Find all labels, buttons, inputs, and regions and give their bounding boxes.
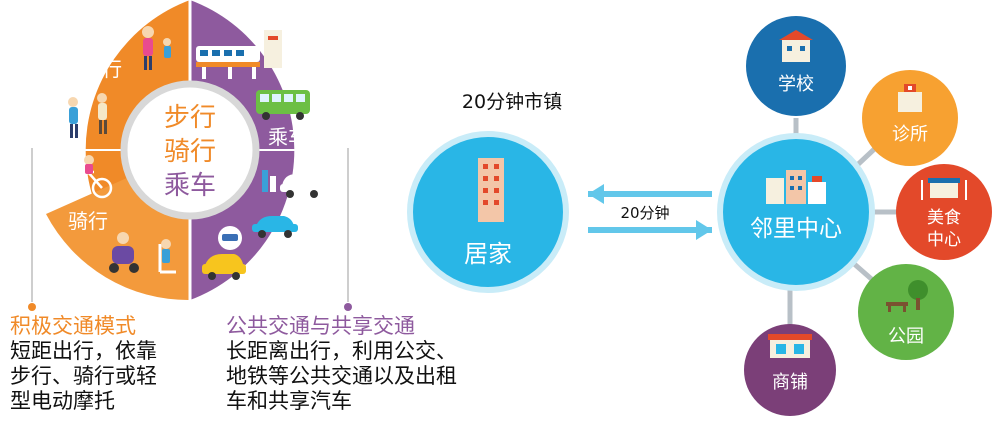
arrow-to-home-head: [588, 184, 604, 204]
bus-icon: [256, 90, 310, 120]
wheel-center-disc: [120, 80, 260, 220]
shop-node: 商铺: [744, 324, 836, 416]
public-bullet-dot: [344, 303, 352, 311]
shop-circle: [744, 324, 836, 416]
public-mode-caption: 公共交通与共享交通 长距离出行，利用公交、 地铁等公共交通以及出租 车和共享汽车: [226, 314, 457, 414]
school-circle: [746, 16, 846, 116]
park-node: 公园: [858, 264, 954, 360]
cycle-label: 骑行: [68, 209, 108, 233]
clinic-node: 诊所: [862, 70, 958, 166]
active-mode-line: 短距出行，依靠: [10, 339, 157, 363]
center-walk-text: 步行: [164, 103, 216, 133]
clinic-circle: [862, 70, 958, 166]
clinic-icon: [898, 84, 922, 112]
transport-wheel: 步行 骑行 乘车 步行 骑行 乘车: [28, 0, 352, 311]
ride-label: 乘车: [268, 125, 308, 149]
center-ride-text: 乘车: [164, 171, 216, 201]
public-mode-line: 地铁等公共交通以及出租: [226, 364, 457, 388]
active-mode-caption: 积极交通模式 短距出行，依靠 步行、骑行或轻 型电动摩托: [10, 314, 157, 414]
travel-time-label: 20分钟: [620, 204, 669, 222]
park-icon: [886, 280, 928, 312]
hub-label: 邻里中心: [750, 216, 842, 242]
food-centre-node: 美食 中心: [896, 164, 992, 260]
neighbourhood-buildings-icon: [766, 170, 826, 204]
home-label: 居家: [464, 240, 512, 268]
bicycle-icon: [65, 155, 113, 199]
school-icon: [779, 30, 813, 62]
park-label: 公园: [888, 326, 924, 347]
apartment-icon: [478, 158, 504, 222]
school-node: 学校: [746, 16, 846, 116]
shop-label: 商铺: [772, 372, 808, 393]
active-mode-line: 步行、骑行或轻: [10, 364, 157, 388]
walk-label: 步行: [82, 57, 122, 81]
food-label-line1: 美食: [927, 208, 961, 228]
school-label: 学校: [778, 74, 814, 95]
public-mode-line: 长距离出行，利用公交、: [226, 339, 457, 363]
active-mode-title: 积极交通模式: [10, 314, 136, 338]
center-cycle-text: 骑行: [164, 137, 216, 167]
town-network: 居家 20分钟 20分钟市镇 邻里中心 学校: [407, 16, 992, 416]
shop-icon: [768, 334, 812, 358]
food-centre-icon: [921, 178, 967, 200]
shared-car-icon: [202, 226, 246, 280]
arrow-to-hub-head: [696, 220, 712, 240]
public-mode-line: 车和共享汽车: [226, 389, 352, 413]
taxi-icon: [252, 216, 298, 238]
walking-people-icon: [68, 26, 171, 138]
food-label-line2: 中心: [927, 230, 961, 250]
train-icon: [196, 30, 282, 79]
active-mode-line: 型电动摩托: [10, 389, 115, 413]
active-bullet-dot: [28, 303, 36, 311]
e-scooter-icon: [109, 232, 176, 274]
clinic-label: 诊所: [892, 124, 928, 145]
hub-circle: [717, 133, 875, 291]
town-title: 20分钟市镇: [462, 91, 562, 113]
public-mode-title: 公共交通与共享交通: [226, 314, 415, 338]
charging-car-icon: [262, 170, 324, 198]
food-circle: [896, 164, 992, 260]
